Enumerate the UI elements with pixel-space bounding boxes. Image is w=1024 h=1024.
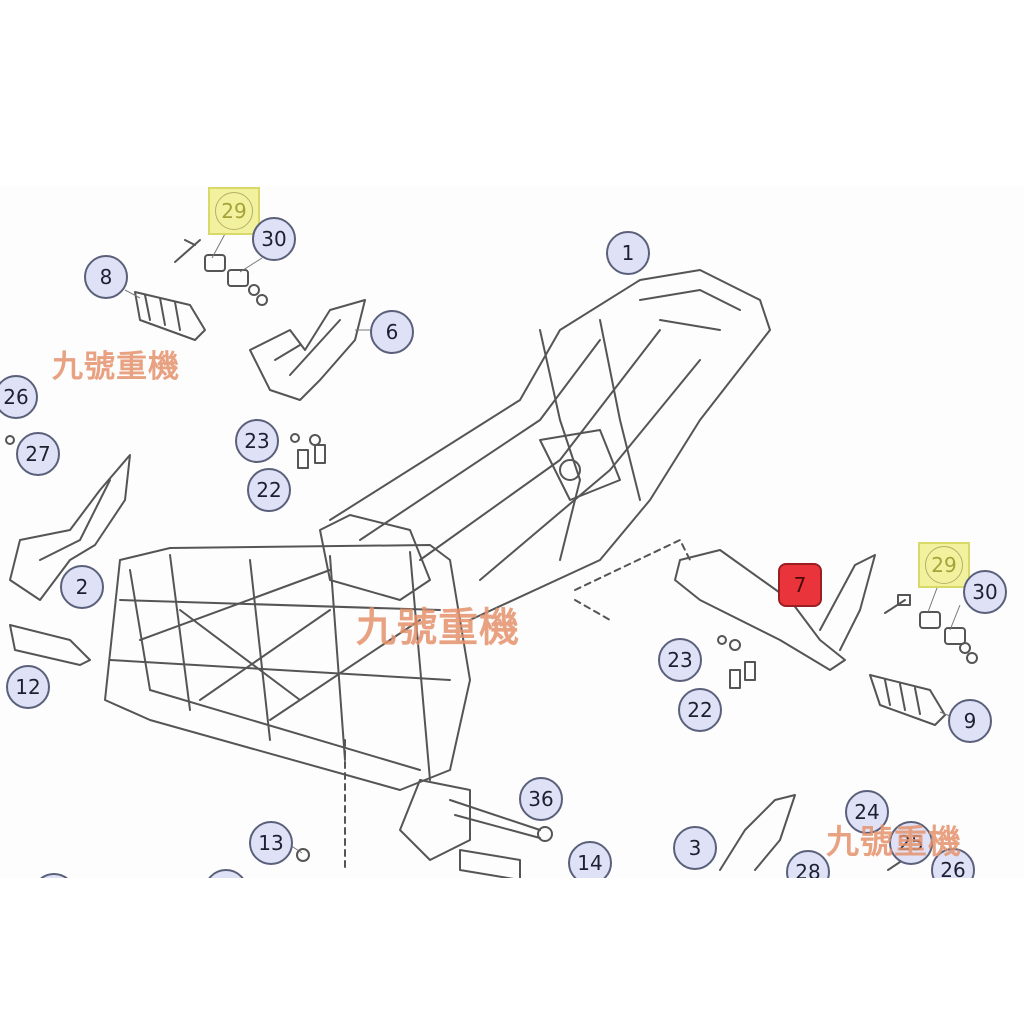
watermark-right: 九號重機 <box>826 822 962 861</box>
watermark-left: 九號重機 <box>52 349 180 385</box>
callout-25[interactable]: 25 <box>889 821 933 865</box>
callout-28[interactable]: 28 <box>786 850 830 878</box>
callout-23-left[interactable]: 23 <box>235 419 279 463</box>
callout-29-top[interactable]: 29 <box>208 187 260 235</box>
callout-7-selected[interactable]: 7 <box>778 563 822 607</box>
callout-29-right[interactable]: 29 <box>918 542 970 588</box>
callout-9[interactable]: 9 <box>948 699 992 743</box>
callout-1[interactable]: 1 <box>606 231 650 275</box>
watermark-center: 九號重機 <box>356 605 520 651</box>
callout-27[interactable]: 27 <box>16 432 60 476</box>
callout-12[interactable]: 12 <box>6 665 50 709</box>
callout-13[interactable]: 13 <box>249 821 293 865</box>
callout-23-right[interactable]: 23 <box>658 638 702 682</box>
callout-6[interactable]: 6 <box>370 310 414 354</box>
callout-30-top[interactable]: 30 <box>252 217 296 261</box>
callout-2[interactable]: 2 <box>60 565 104 609</box>
callout-24[interactable]: 24 <box>845 790 889 834</box>
frame-exploded-view <box>5 231 978 878</box>
callout-14[interactable]: 14 <box>568 841 612 878</box>
parts-diagram: 29 30 1 8 6 26 23 27 22 2 7 29 30 12 23 … <box>0 185 1024 878</box>
callout-36[interactable]: 36 <box>519 777 563 821</box>
callout-22-left[interactable]: 22 <box>247 468 291 512</box>
callout-8[interactable]: 8 <box>84 255 128 299</box>
callout-26-left[interactable]: 26 <box>0 375 38 419</box>
callout-30-right[interactable]: 30 <box>963 570 1007 614</box>
callout-29-right-label: 29 <box>925 546 963 584</box>
callout-29-top-label: 29 <box>215 192 253 230</box>
callout-3[interactable]: 3 <box>673 826 717 870</box>
callout-26-right[interactable]: 26 <box>931 848 975 878</box>
callout-22-right[interactable]: 22 <box>678 688 722 732</box>
